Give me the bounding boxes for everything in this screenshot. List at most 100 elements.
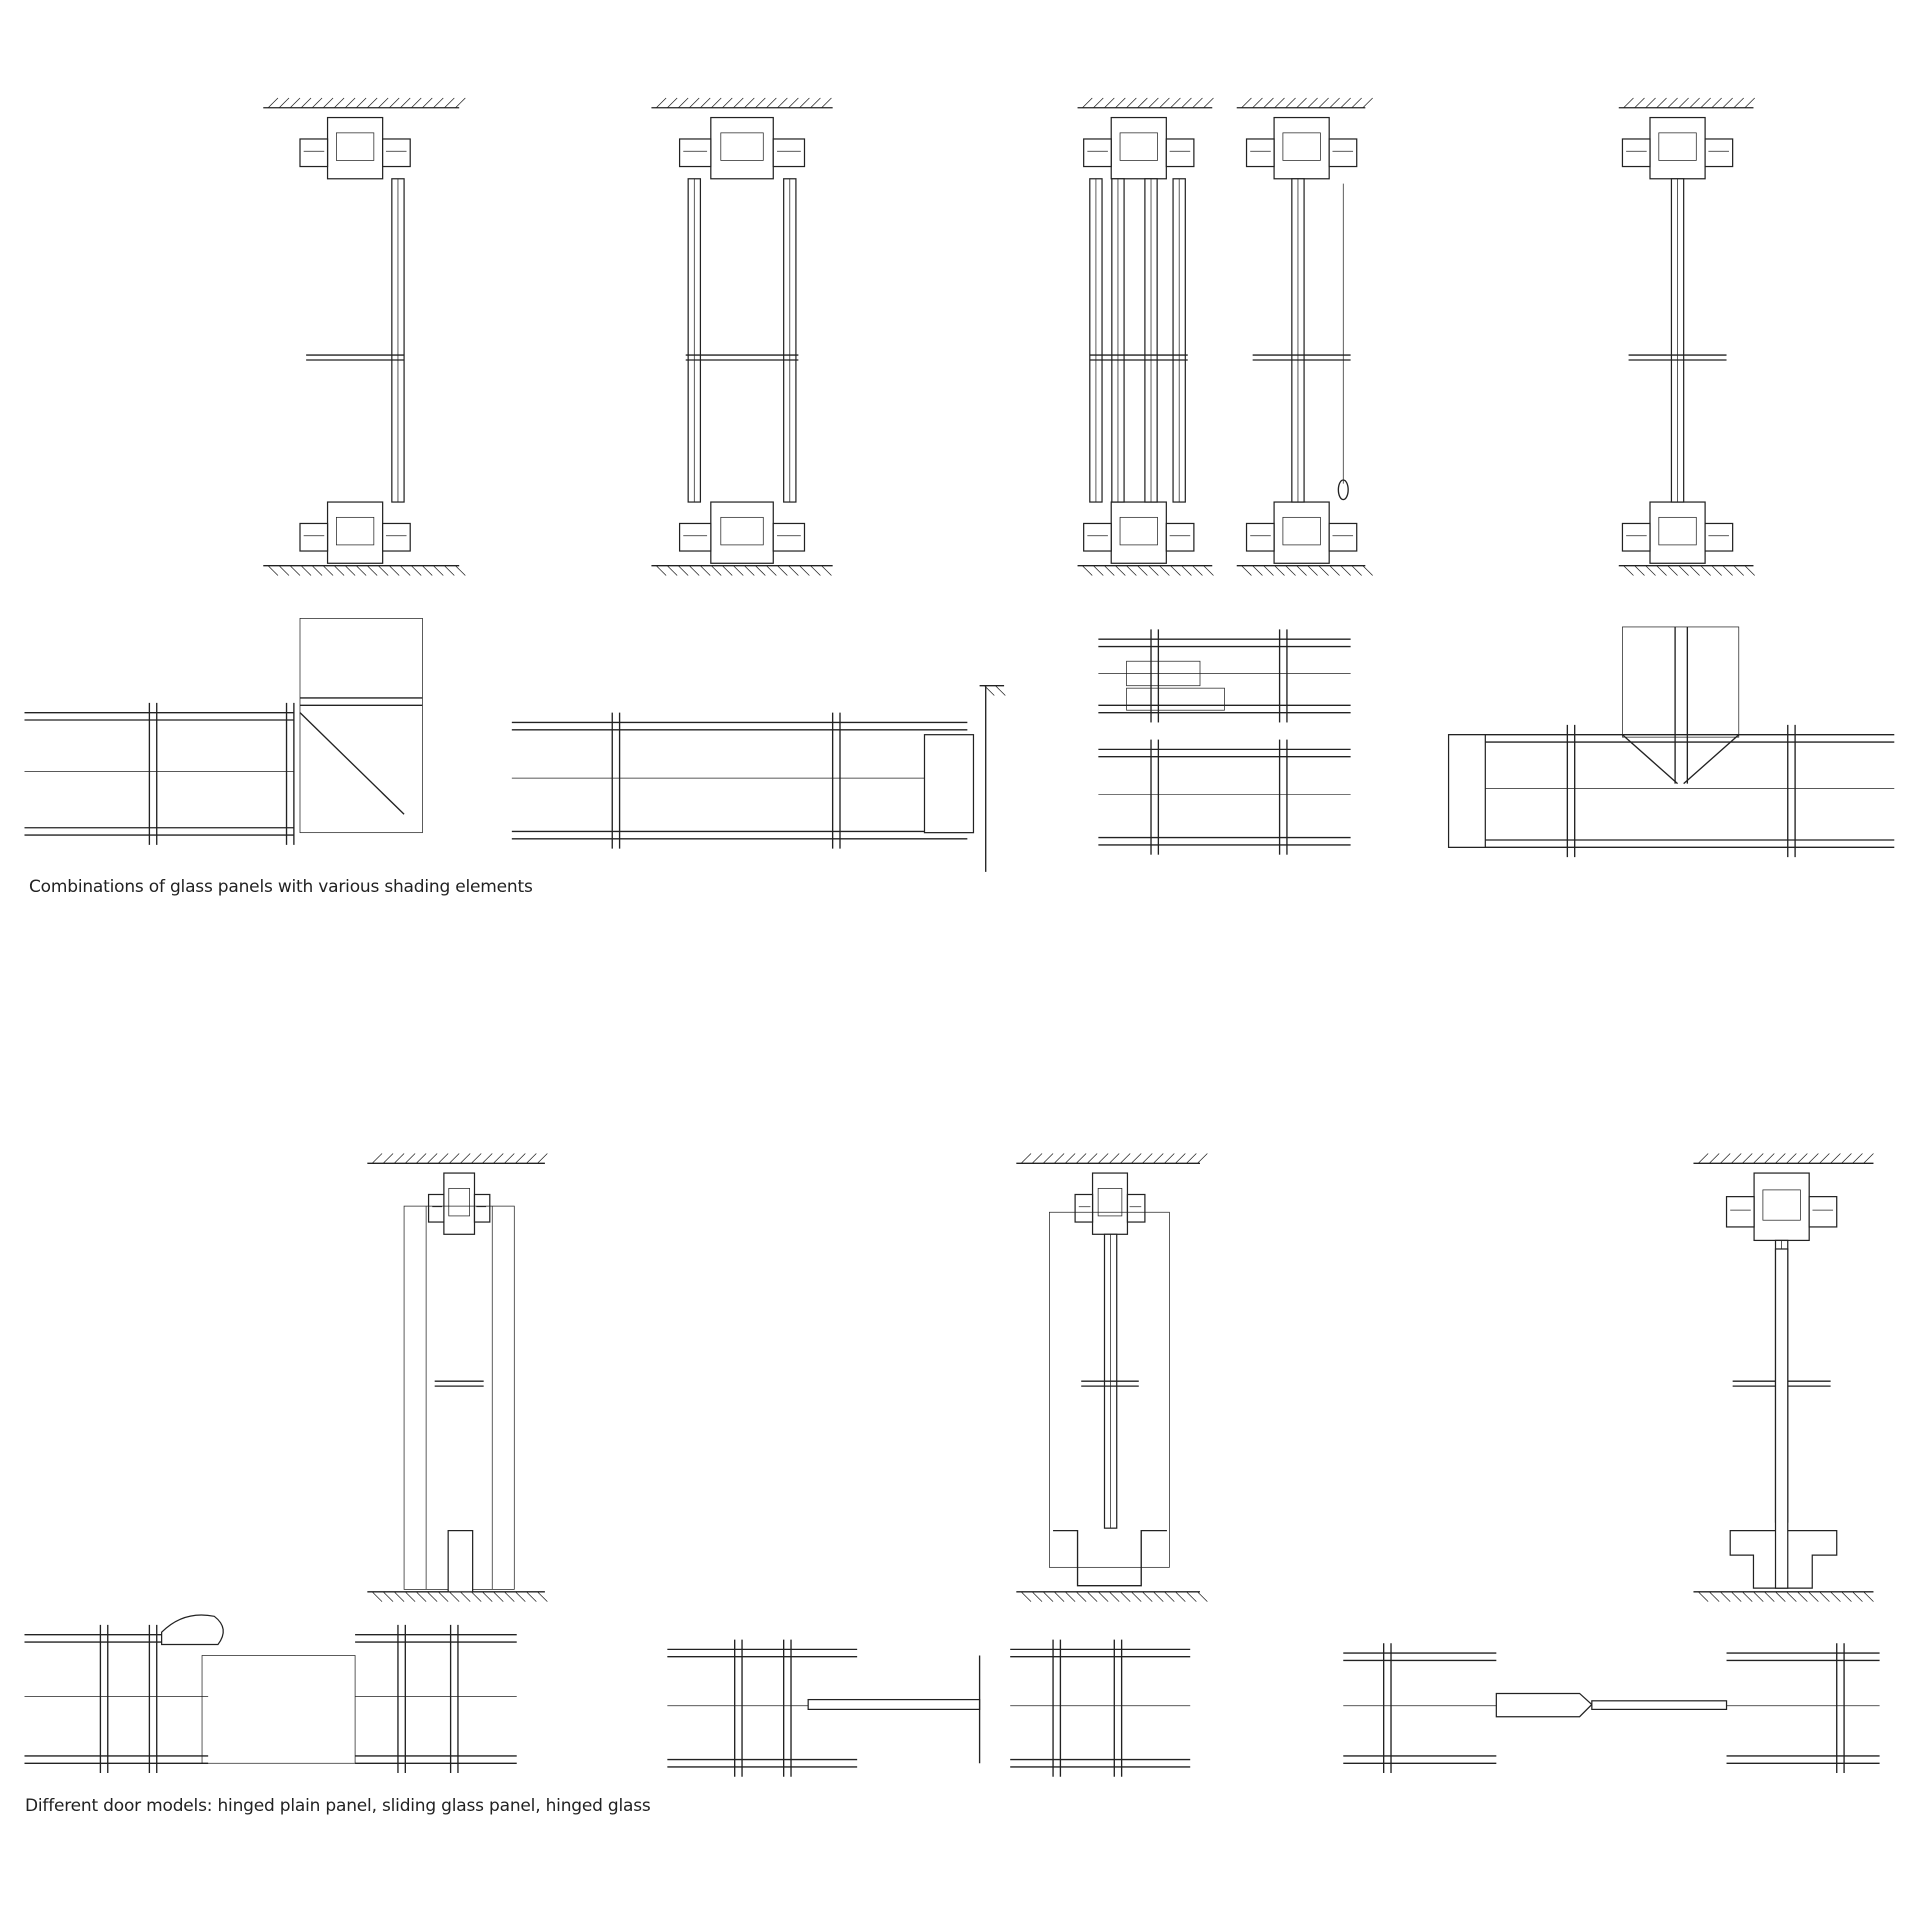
hatch-stroke: [267, 565, 279, 576]
hatch-stroke: [1623, 97, 1634, 109]
hatch-stroke: [1076, 1591, 1087, 1602]
hatch-stroke: [449, 1153, 460, 1164]
hatch-stroke: [311, 97, 323, 109]
hatch-stroke: [400, 565, 411, 576]
hinged-glass-plan: [1591, 1700, 1728, 1710]
head-profile: [427, 1172, 491, 1235]
hatch-stroke: [1296, 97, 1307, 109]
profile-core: [710, 116, 774, 180]
hatch-stroke: [345, 565, 356, 576]
profile-chamber: [1658, 516, 1697, 546]
hatch-stroke: [1170, 565, 1181, 576]
hatch-stroke: [378, 565, 389, 576]
hatch-stroke: [1733, 565, 1744, 576]
hatch-stroke: [278, 565, 290, 576]
plan-hinged-right: [355, 1624, 517, 1774]
profile-chamber: [720, 132, 764, 161]
profile-chamber: [336, 516, 375, 546]
hatch-stroke: [1148, 565, 1159, 576]
hatch-stroke: [427, 1591, 438, 1602]
hatch-stroke: [711, 565, 722, 576]
section-glass-pleated: [1618, 97, 1755, 576]
hatch-stroke: [1709, 1591, 1720, 1602]
hatch-stroke: [537, 1153, 548, 1164]
hatch-stroke: [1634, 97, 1645, 109]
hatch-stroke: [422, 565, 433, 576]
profile-flange-left: [1074, 1193, 1094, 1223]
head-profile: [299, 116, 411, 180]
ceiling-hatch: [651, 97, 833, 109]
floor-hatch: [1618, 565, 1755, 576]
head-profile: [1725, 1172, 1838, 1242]
hatch-stroke: [1252, 565, 1263, 576]
hatch-stroke: [526, 1153, 537, 1164]
hatch-stroke: [526, 1591, 537, 1602]
profile-flange-left: [1621, 522, 1651, 552]
hatch-stroke: [438, 1153, 449, 1164]
hatch-stroke: [1104, 97, 1115, 109]
hatch-stroke: [1678, 565, 1689, 576]
hatch-stroke: [1109, 1153, 1120, 1164]
hatch-stroke: [289, 565, 301, 576]
hatch-stroke: [810, 565, 821, 576]
blind-slat: [1126, 687, 1225, 711]
hatch-stroke: [449, 1591, 460, 1602]
hatch-stroke: [1175, 1591, 1186, 1602]
hatch-stroke: [1797, 1153, 1808, 1164]
profile-flange-right: [1704, 522, 1734, 552]
hatch-stroke: [1115, 97, 1126, 109]
hatch-stroke: [1307, 565, 1318, 576]
hatch-stroke: [744, 565, 755, 576]
hatch-stroke: [1307, 97, 1318, 109]
profile-chamber: [1119, 516, 1158, 546]
sill-profile: [1245, 501, 1358, 564]
hatch-stroke: [1164, 1153, 1175, 1164]
hatch-stroke: [411, 565, 422, 576]
sliding-frame: [1049, 1211, 1170, 1568]
hatch-stroke: [1775, 1153, 1786, 1164]
hatch-stroke: [1153, 1591, 1164, 1602]
profile-core: [710, 501, 774, 564]
hatch-stroke: [356, 565, 367, 576]
plan-sliding-left: [667, 1639, 858, 1777]
hatch-stroke: [1351, 97, 1362, 109]
ceiling-hatch: [1077, 97, 1214, 109]
hatch-stroke: [1698, 1591, 1709, 1602]
hatch-stroke: [1700, 565, 1711, 576]
hatch-stroke: [416, 1153, 427, 1164]
hatch-stroke: [1340, 97, 1351, 109]
hatch-stroke: [323, 97, 334, 109]
profile-flange-right: [772, 138, 806, 168]
hatch-stroke: [1852, 1153, 1863, 1164]
profile-flange-left: [678, 138, 712, 168]
hatch-stroke: [433, 97, 444, 109]
hatch-stroke: [1054, 1153, 1065, 1164]
hatch-stroke: [278, 97, 290, 109]
hatch-stroke: [493, 1591, 504, 1602]
hatch-stroke: [667, 565, 678, 576]
floor-hatch: [1016, 1591, 1208, 1602]
hatch-stroke: [1786, 1153, 1797, 1164]
hatch-stroke: [1744, 565, 1755, 576]
caption-shading-combinations: Combinations of glass panels with variou…: [29, 877, 533, 897]
hatch-stroke: [788, 97, 799, 109]
hatch-stroke: [289, 97, 301, 109]
hatch-stroke: [460, 1591, 471, 1602]
hatch-stroke: [1082, 565, 1093, 576]
hatch-stroke: [678, 97, 689, 109]
hatch-stroke: [1159, 97, 1170, 109]
plan-wall-junction: [511, 712, 968, 849]
profile-core: [1753, 1172, 1810, 1242]
hatch-stroke: [1148, 97, 1159, 109]
hatch-stroke: [700, 97, 711, 109]
hatch-stroke: [1698, 1153, 1709, 1164]
hatch-stroke: [1186, 1591, 1197, 1602]
hatch-stroke: [1753, 1591, 1764, 1602]
hatch-stroke: [323, 565, 334, 576]
sliding-glass: [807, 1698, 981, 1711]
glass-hinge-fitting: [1495, 1692, 1593, 1718]
profile-chamber: [1658, 132, 1697, 161]
hatch-stroke: [1263, 565, 1274, 576]
hatch-stroke: [515, 1591, 526, 1602]
hatch-stroke: [1296, 565, 1307, 576]
